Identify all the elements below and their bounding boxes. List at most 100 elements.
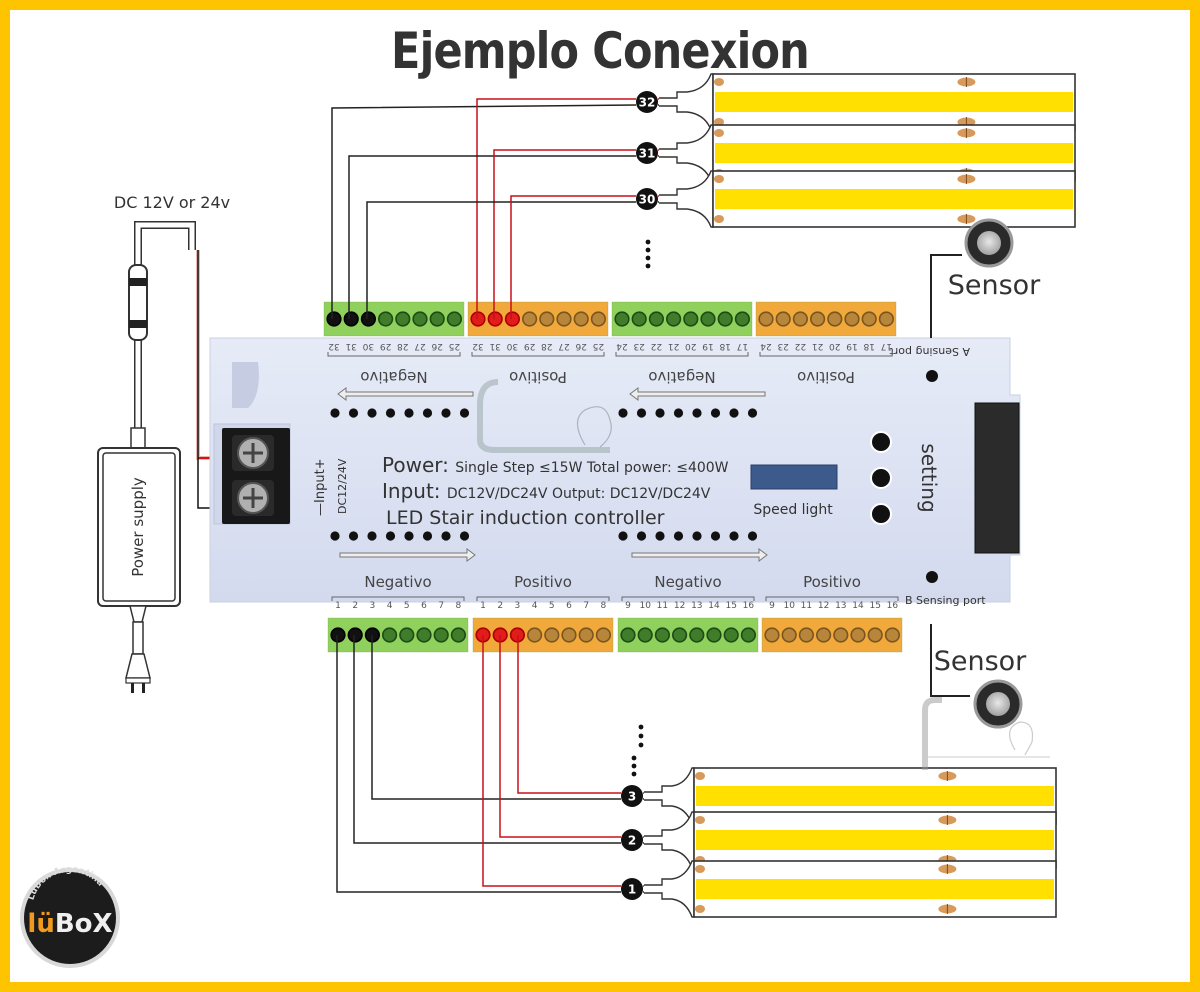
setting-button-1[interactable] xyxy=(870,431,892,453)
terminal-screw xyxy=(378,311,394,327)
page-title: Ejemplo Conexion xyxy=(391,22,810,80)
terminal-number: 22 xyxy=(795,341,806,351)
terminal-number: 31 xyxy=(345,341,356,351)
terminal-screw xyxy=(326,311,342,327)
terminal-number: 18 xyxy=(719,341,731,351)
terminal-screw xyxy=(347,627,363,643)
terminal-bracket xyxy=(759,352,893,357)
indicator-led xyxy=(729,531,739,541)
terminal-group-label: Positivo xyxy=(797,368,855,386)
terminal-screw xyxy=(556,311,572,327)
solder-pad xyxy=(695,772,705,780)
indicator-led xyxy=(710,408,721,418)
solder-pad xyxy=(714,215,724,223)
solder-pad xyxy=(714,129,724,137)
terminal-number: 4 xyxy=(387,601,393,611)
led-strip: 1 xyxy=(621,860,1057,918)
strip-number: 1 xyxy=(628,883,636,897)
continuation-dots-bottom xyxy=(631,724,644,777)
strip-number: 3 xyxy=(628,790,636,804)
logo-brand: lüBoX xyxy=(27,909,112,939)
terminal-group-label: Negativo xyxy=(360,368,427,386)
terminal-number: 26 xyxy=(431,341,443,351)
terminal-group-label: Positivo xyxy=(509,368,567,386)
stair-controller: —Input+ DC12/24V Power: Single Step ≤15W… xyxy=(209,301,1021,653)
wire-positive xyxy=(517,635,621,794)
indicator-led xyxy=(729,408,739,418)
sensing-port-a-label: A Sensing port xyxy=(889,345,970,358)
terminal-screw xyxy=(433,627,449,643)
terminal-number: 21 xyxy=(668,341,679,351)
setting-button-2[interactable] xyxy=(870,467,892,489)
terminal-screw xyxy=(620,627,636,643)
terminal-bracket xyxy=(331,596,465,601)
terminal-number: 20 xyxy=(829,341,841,351)
sensor-bottom: Sensor xyxy=(922,624,1050,770)
terminal-number: 7 xyxy=(438,601,444,611)
terminal-number: 2 xyxy=(497,601,503,611)
terminal-screw xyxy=(450,627,467,643)
terminal-screw xyxy=(833,627,849,643)
terminal-group-label: Negativo xyxy=(364,573,431,591)
terminal-screw xyxy=(395,311,411,327)
indicator-led xyxy=(385,408,396,418)
led-strip: 30 xyxy=(636,170,1076,228)
setting-button-3[interactable] xyxy=(870,503,892,525)
solder-pad xyxy=(714,78,724,86)
terminal-number: 30 xyxy=(506,341,518,351)
terminal-screw xyxy=(382,627,398,643)
terminal-screw xyxy=(734,311,751,327)
terminal-number: 31 xyxy=(489,341,500,351)
terminal-screw xyxy=(706,627,722,643)
terminal-screw xyxy=(595,627,612,643)
indicator-led xyxy=(655,408,665,418)
wire-positive xyxy=(510,195,636,319)
terminal-screw xyxy=(544,627,560,643)
terminal-screw xyxy=(399,627,415,643)
power-supply-label: Power supply xyxy=(129,477,147,577)
wire-positive xyxy=(499,635,621,838)
product-name: LED Stair induction controller xyxy=(386,507,665,529)
solder-pad xyxy=(695,905,705,913)
wire-negative xyxy=(366,201,636,319)
terminal-screw xyxy=(654,627,671,643)
terminal-screw xyxy=(590,311,607,327)
terminal-screw xyxy=(798,627,815,643)
terminal-number: 15 xyxy=(869,601,880,611)
sensing-port-b-led xyxy=(926,571,938,583)
indicator-led xyxy=(330,531,340,541)
terminal-screw xyxy=(764,627,780,643)
terminal-screw xyxy=(717,311,733,327)
terminal-number: 22 xyxy=(651,341,662,351)
terminal-number: 7 xyxy=(583,601,589,611)
terminal-screw xyxy=(689,627,705,643)
terminal-screw xyxy=(487,311,503,327)
terminal-screw xyxy=(844,311,860,327)
solder-pad xyxy=(695,865,705,873)
terminal-number: 1 xyxy=(335,601,341,611)
terminal-screw xyxy=(526,627,543,643)
direction-arrow-left xyxy=(629,387,766,401)
terminal-number: 2 xyxy=(352,601,358,611)
terminal-group-label: Negativo xyxy=(654,573,721,591)
direction-arrow-right xyxy=(339,548,476,562)
wire-negative xyxy=(353,635,621,844)
strip-cob-light xyxy=(715,189,1073,209)
strip-connector xyxy=(659,124,714,182)
indicator-led xyxy=(747,408,758,418)
ferrite-bead xyxy=(128,264,148,341)
terminal-number: 16 xyxy=(743,601,755,611)
indicator-led xyxy=(422,531,433,541)
terminal-number: 8 xyxy=(601,601,607,611)
speed-light-label: Speed light xyxy=(753,502,833,518)
terminal-number: 26 xyxy=(575,341,587,351)
solder-pad xyxy=(714,118,724,126)
wire-negative xyxy=(371,635,621,800)
terminal-number: 1 xyxy=(480,601,486,611)
sensing-port-b-label: B Sensing port xyxy=(905,594,986,607)
terminal-screw xyxy=(343,311,359,327)
indicator-led xyxy=(404,408,414,418)
direction-arrow-right xyxy=(631,548,768,562)
terminal-number: 11 xyxy=(657,601,668,611)
strip-cob-light xyxy=(696,786,1054,806)
